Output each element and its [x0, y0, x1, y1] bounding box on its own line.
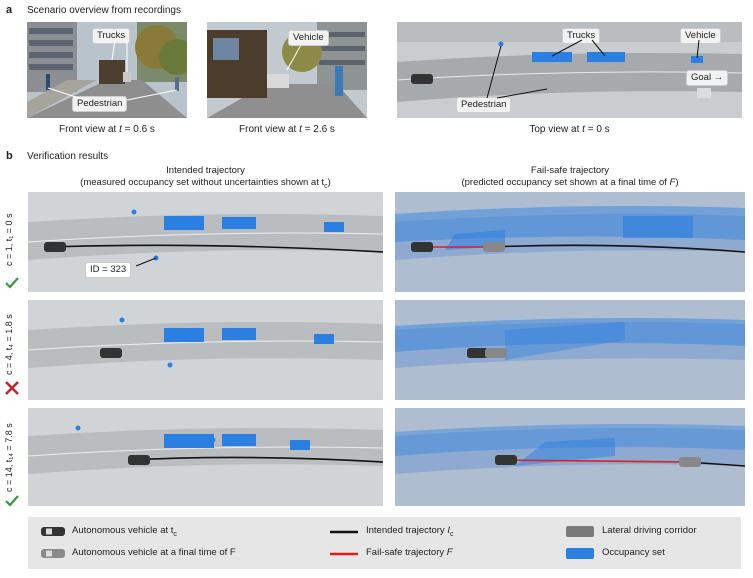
legend-av-final: Autonomous vehicle at a final time of F — [72, 547, 236, 558]
right-column-title: Fail-safe trajectory (predicted occupanc… — [461, 165, 679, 188]
occupancy-swatch — [566, 548, 594, 559]
top-view-photo — [397, 22, 742, 118]
panel-b-letter: b — [6, 150, 13, 162]
left-column-title: Intended trajectory (measured occupancy … — [80, 165, 331, 190]
legend-intended: Intended trajectory Ic — [366, 525, 454, 538]
failsafe-line-icon — [330, 552, 358, 556]
panel-a-letter: a — [6, 4, 13, 16]
callout-vehicle-2: Vehicle — [288, 30, 329, 46]
front-view-photo-2 — [207, 22, 367, 118]
callout-lines-1 — [47, 39, 178, 101]
legend-corridor: Lateral driving corridor — [602, 525, 697, 536]
row-label-3: c = 14, t₁₄ = 7.8 s — [4, 423, 14, 492]
check-icon — [5, 495, 19, 507]
callout-lines-2 — [286, 42, 303, 71]
failsafe-scene-row-3 — [395, 408, 745, 506]
intended-scene-row-3 — [28, 408, 383, 506]
callout-pedestrian-1: Pedestrian — [72, 96, 128, 112]
intended-scene-row-1 — [28, 192, 383, 292]
intended-line-icon — [330, 530, 358, 534]
object-id-label: ID = 323 — [85, 262, 132, 278]
legend-av-tc: Autonomous vehicle at tc — [72, 525, 177, 538]
panel-b-title: Verification results — [27, 151, 109, 162]
callout-vehicle-3: Vehicle — [680, 28, 721, 44]
check-icon — [5, 277, 19, 289]
arrow-right-icon: → — [713, 72, 724, 83]
callout-pedestrian-3: Pedestrian — [456, 97, 512, 113]
legend-failsafe: Fail-safe trajectory F — [366, 547, 453, 558]
intended-scene-row-2 — [28, 300, 383, 400]
legend-occupancy: Occupancy set — [602, 547, 665, 558]
callout-trucks-3: Trucks — [562, 28, 601, 44]
legend: Autonomous vehicle at tc Autonomous vehi… — [28, 517, 741, 569]
caption-front-view-2: Front view at t = 2.6 s — [239, 124, 335, 135]
row-label-1: c = 1, t₁ = 0 s — [4, 213, 14, 266]
callout-trucks-1: Trucks — [92, 28, 131, 44]
corridor-swatch — [566, 526, 594, 537]
caption-front-view-1: Front view at t = 0.6 s — [59, 124, 155, 135]
failsafe-scene-row-1 — [395, 192, 745, 292]
panel-a-title: Scenario overview from recordings — [27, 5, 181, 16]
caption-top-view: Top view at t = 0 s — [529, 124, 610, 135]
callout-lines-3 — [486, 39, 700, 99]
callout-goal-3: Goal → — [686, 70, 729, 86]
av-tc-icon — [41, 527, 65, 536]
failsafe-scene-row-2 — [395, 300, 745, 400]
cross-icon — [5, 381, 19, 395]
av-final-icon — [41, 549, 65, 558]
row-label-2: c = 4, t₄ = 1.8 s — [4, 314, 14, 375]
